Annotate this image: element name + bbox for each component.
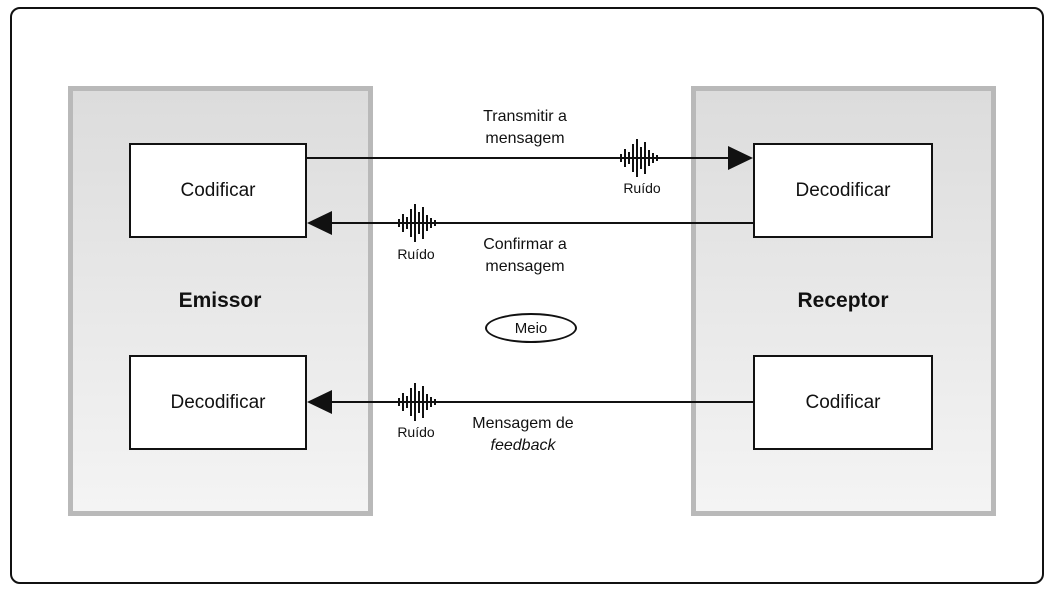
transmit-arrow [307,146,753,170]
sender-decode-box: Decodificar [129,355,307,450]
medium-label: Meio [514,319,548,337]
sender-encode-box: Codificar [129,143,307,238]
receiver-decode-label: Decodificar [795,179,891,201]
medium-ellipse: Meio [485,313,577,343]
feedback-label-line2: feedback [490,437,556,454]
transmit-label-line2: mensagem [485,130,565,147]
transmit-label: Transmitir a mensagem [455,106,595,150]
noise-icon [398,204,436,242]
receiver-title: Receptor [797,289,889,312]
confirm-arrow [307,211,753,235]
noise-label-feedback: Ruído [397,424,435,440]
transmit-label-line1: Transmitir a [483,108,567,125]
noise-icon [398,383,436,421]
sender-encode-label: Codificar [180,179,256,201]
confirm-label-line1: Confirmar a [483,236,567,253]
feedback-label: Mensagem de feedback [448,413,598,457]
sender-title: Emissor [178,289,262,312]
receiver-encode-box: Codificar [753,355,933,450]
receiver-decode-box: Decodificar [753,143,933,238]
noise-label-transmit: Ruído [623,180,661,196]
feedback-arrow [307,390,753,414]
receiver-encode-label: Codificar [805,391,881,413]
confirm-label: Confirmar a mensagem [455,234,595,278]
sender-decode-label: Decodificar [170,391,266,413]
noise-icon [620,139,658,177]
noise-label-confirm: Ruído [397,246,435,262]
feedback-label-line1: Mensagem de [472,415,574,432]
confirm-label-line2: mensagem [485,258,565,275]
